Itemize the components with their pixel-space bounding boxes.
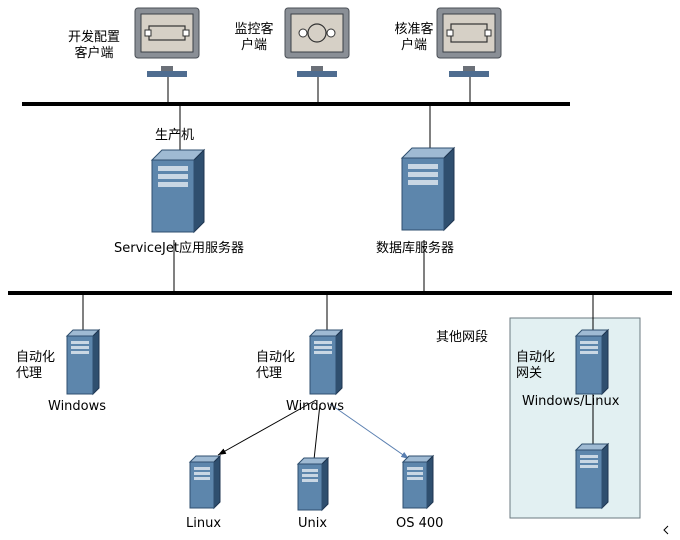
client-label-approval: 核准客 户端: [386, 22, 442, 54]
other-segment-box: [509, 317, 641, 519]
monitor-icon-monitoring-client: [284, 7, 350, 77]
server-icon-agent-middle: [308, 328, 344, 396]
app-server-label: ServiceJet应用服务器: [114, 241, 244, 256]
target-linux-label: Linux: [186, 516, 222, 531]
gateway-os: Windows/Linux: [522, 394, 620, 409]
arrow-to-linux: [217, 399, 317, 456]
monitor-icon-dev-client: [134, 7, 200, 77]
arrow-to-os400: [329, 403, 410, 460]
client-label-monitor-line1: 监控客: [234, 22, 274, 37]
connector-lines: [82, 76, 594, 446]
agent-middle-label-line2: 代理: [256, 366, 283, 381]
gateway-label-line2: 网关: [516, 366, 543, 381]
client-label-dev-line2: 客户端: [74, 46, 114, 61]
target-unix-label: Unix: [298, 516, 328, 531]
client-label-monitor-line2: 户端: [240, 38, 267, 53]
server-icon-app-server: [150, 148, 206, 234]
server-icon-gateway: [574, 328, 610, 396]
gateway-label-line1: 自动化: [516, 350, 556, 365]
agent-middle-label-line1: 自动化: [256, 350, 296, 365]
server-icon-db-server: [400, 146, 456, 232]
agent-left-os: Windows: [48, 399, 107, 414]
agent-middle-label: 自动化 代理: [256, 350, 295, 382]
client-label-dev: 开发配置 客户端: [58, 30, 130, 62]
agent-middle-os: Windows: [286, 399, 345, 414]
client-label-dev-line1: 开发配置: [67, 30, 120, 45]
server-icon-agent-left: [65, 328, 101, 396]
server-icon-os400: [401, 454, 435, 510]
agent-left-label-line1: 自动化: [16, 350, 56, 365]
agent-left-label: 自动化 代理: [16, 350, 55, 382]
server-icon-linux: [188, 454, 222, 510]
monitor-icon-approval-client: [436, 7, 502, 77]
target-os400-label: OS 400: [396, 516, 444, 531]
gateway-label: 自动化 网关: [516, 350, 555, 382]
production-label: 生产机: [155, 128, 195, 143]
client-label-monitor: 监控客 户端: [226, 22, 282, 54]
db-server-label: 数据库服务器: [376, 241, 455, 256]
client-label-approval-line1: 核准客: [394, 22, 434, 37]
server-icon-segment-host: [574, 442, 610, 510]
client-label-approval-line2: 户端: [400, 38, 427, 53]
agent-left-label-line2: 代理: [16, 366, 43, 381]
other-segment-title: 其他网段: [436, 330, 489, 345]
corner-mark-icon: [663, 525, 669, 535]
server-icon-unix: [296, 456, 330, 512]
